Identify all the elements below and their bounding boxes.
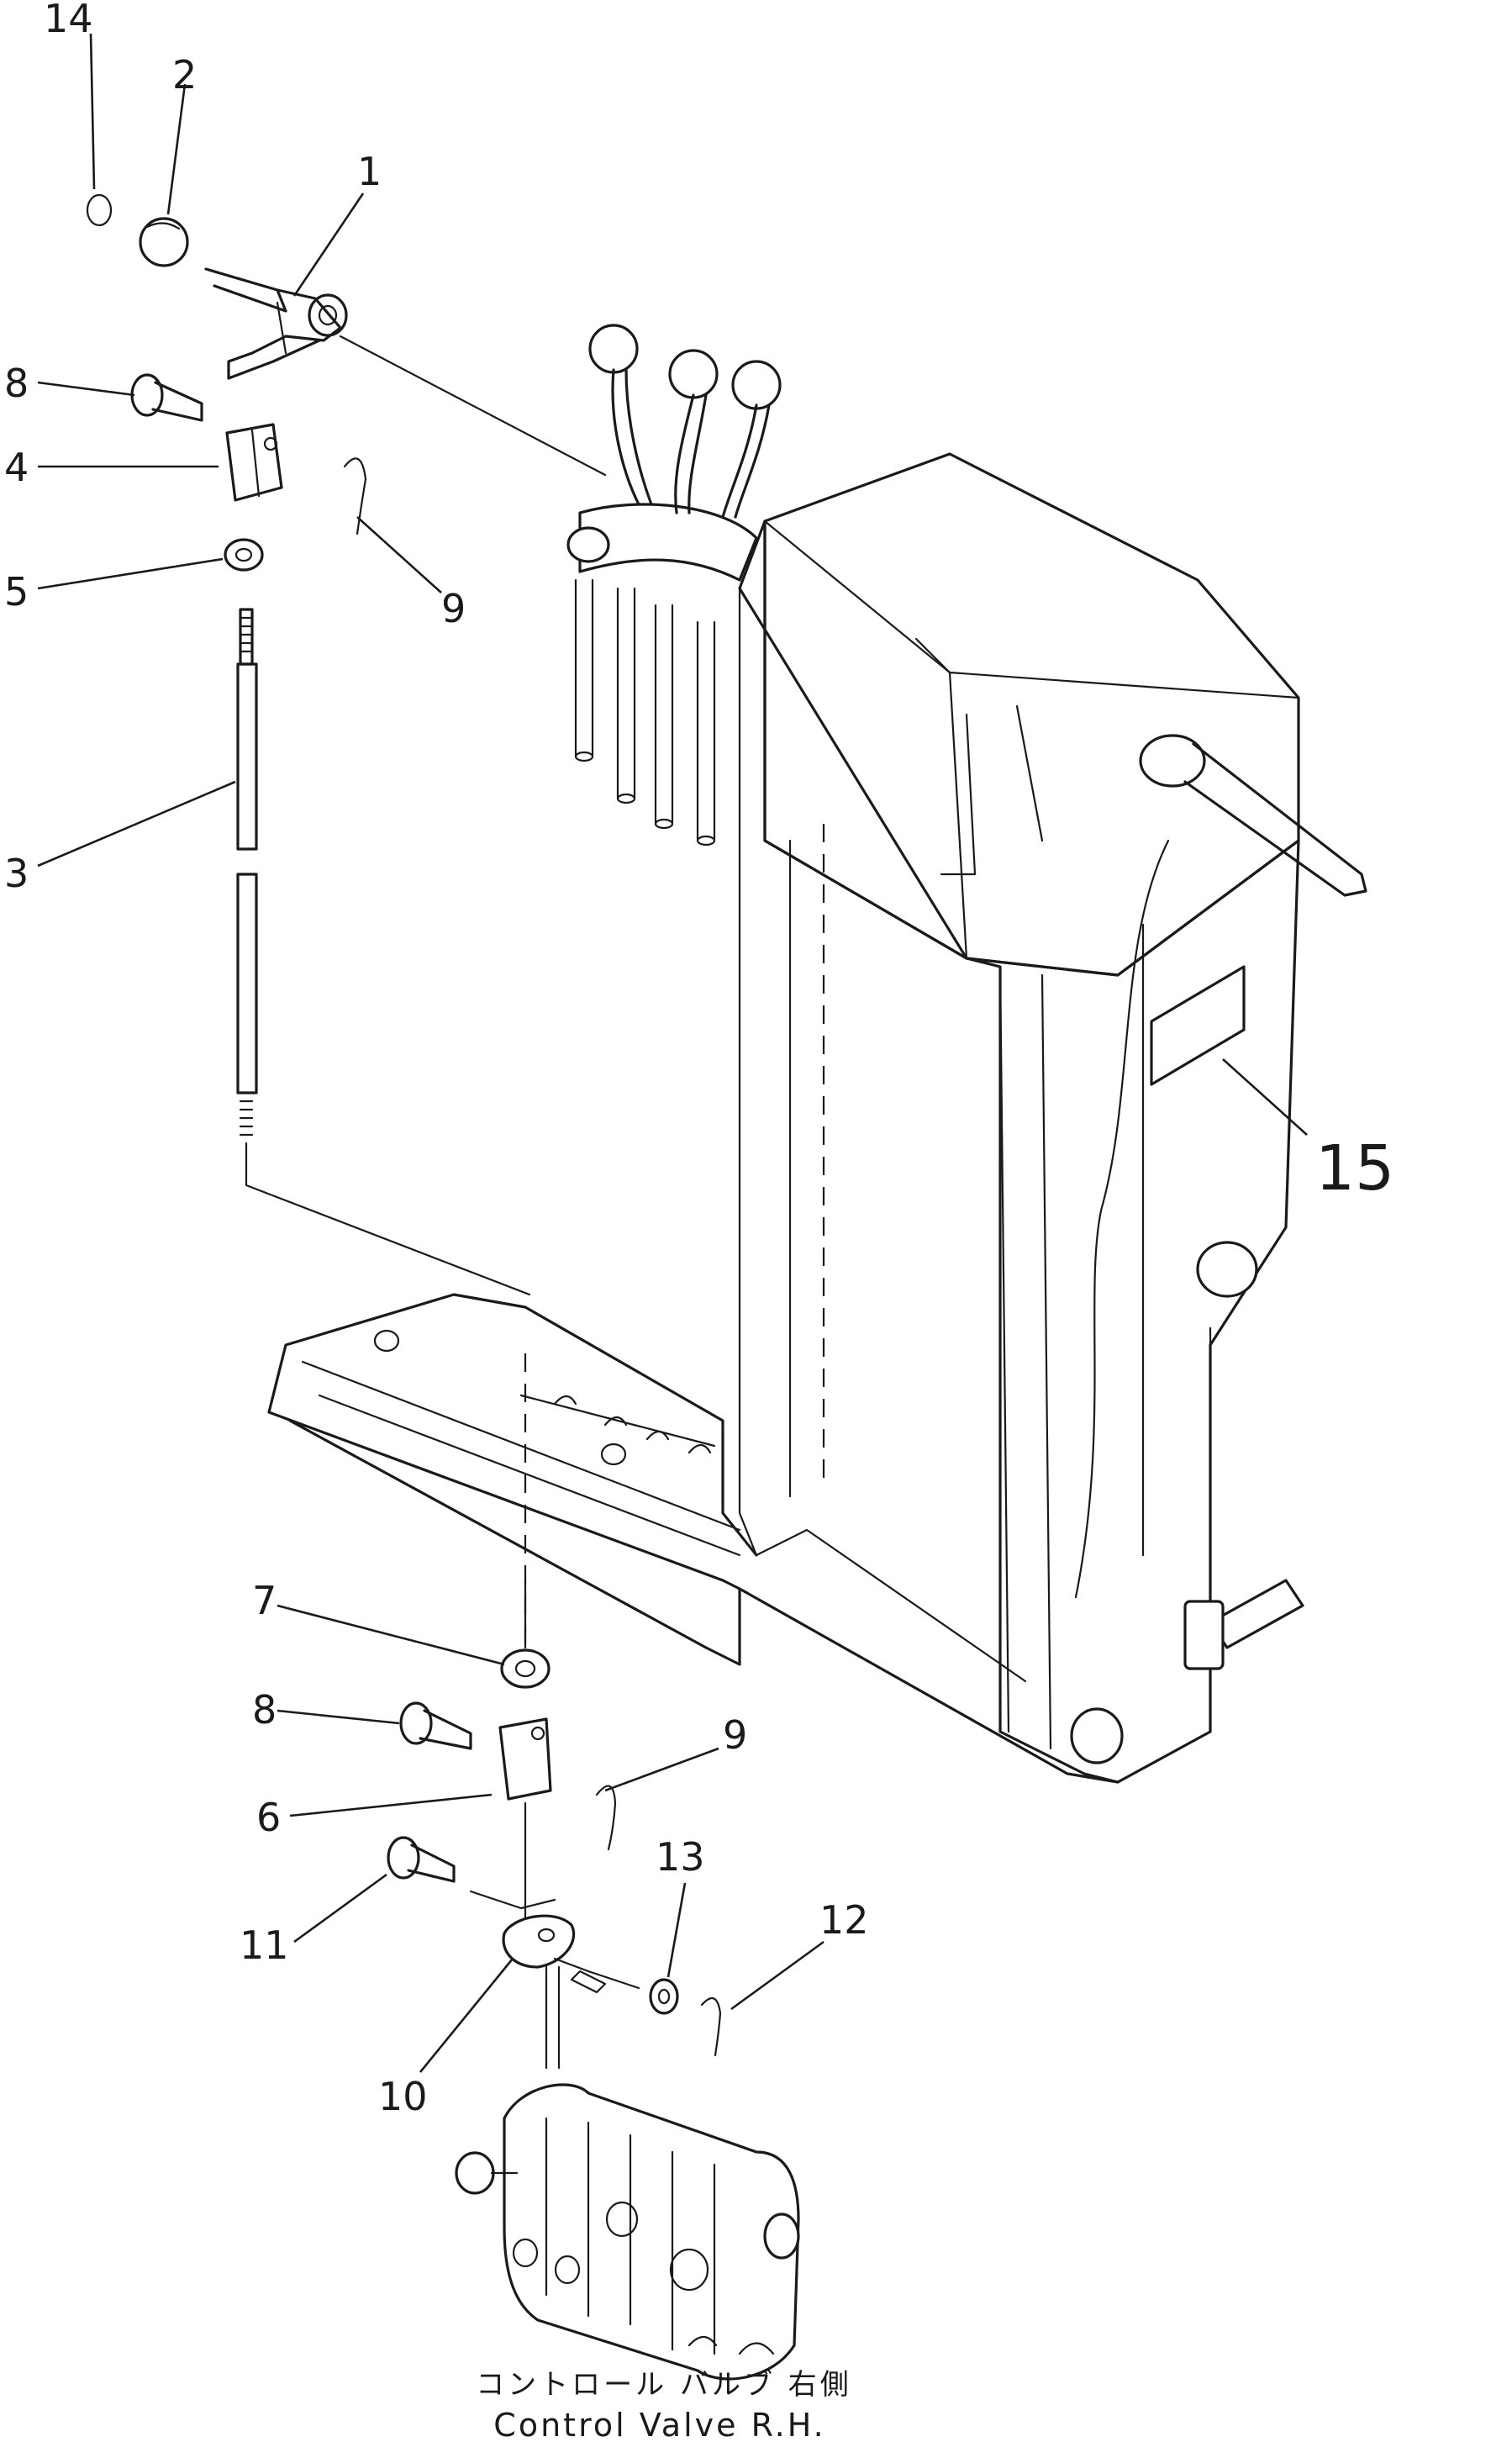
- control-stand-housing: [738, 452, 1367, 1784]
- callout-14: 14: [44, 0, 93, 41]
- part-8-pin-lower: [399, 1701, 472, 1750]
- callout-10: 10: [378, 2074, 428, 2119]
- part-11-bolt: [387, 1836, 456, 1883]
- part-3-rod: [236, 608, 531, 1296]
- caption-japanese: コントロール バルブ 右側: [476, 2368, 852, 2402]
- callout-6: 6: [256, 1795, 281, 1840]
- callout-4: 4: [4, 445, 29, 490]
- upper-loose-parts: [86, 193, 607, 1296]
- valve-rods: [574, 578, 716, 847]
- part-10-lever: [502, 1914, 576, 1969]
- callout-8-upper: 8: [4, 361, 29, 406]
- callout-9-upper: 9: [441, 586, 466, 631]
- callout-7: 7: [252, 1578, 277, 1623]
- callout-15: 15: [1315, 1132, 1394, 1205]
- part-13-washer: [649, 1978, 679, 2015]
- control-valve: [455, 2083, 800, 2381]
- callout-8-lower: 8: [252, 1687, 277, 1733]
- callout-numbers: 14 2 1 8 4 5 9 3 15 7 8 9 6 13 12 11 10: [4, 0, 1394, 2119]
- caption: コントロール バルブ 右側 Control Valve R.H.: [476, 2368, 852, 2442]
- leader-lines: [37, 33, 1308, 2073]
- lower-loose-parts: [387, 1579, 722, 2070]
- callout-5: 5: [4, 569, 29, 614]
- callout-3: 3: [4, 851, 29, 896]
- callout-1: 1: [357, 149, 382, 194]
- part-8-pin-upper: [130, 373, 203, 422]
- part-7-nut: [500, 1648, 551, 1689]
- caption-english: Control Valve R.H.: [493, 2407, 825, 2442]
- part-1-lever: [204, 267, 348, 380]
- part-12-clip: [700, 1996, 722, 2057]
- callout-11: 11: [240, 1922, 289, 1968]
- part-4-clevis: [225, 423, 283, 502]
- part-9-clip-lower: [595, 1785, 617, 1851]
- callout-2: 2: [172, 52, 197, 98]
- part-5-nut: [224, 538, 264, 572]
- floor-plate: [267, 1293, 1120, 1784]
- part-2-cap: [139, 217, 189, 267]
- lever-assembly: [566, 324, 782, 847]
- callout-12: 12: [819, 1897, 869, 1943]
- part-14-ball: [86, 193, 113, 227]
- callout-9-lower: 9: [723, 1712, 747, 1758]
- part-6-clevis: [498, 1717, 552, 1801]
- callout-13: 13: [656, 1834, 705, 1880]
- label-plate: [1150, 965, 1246, 1086]
